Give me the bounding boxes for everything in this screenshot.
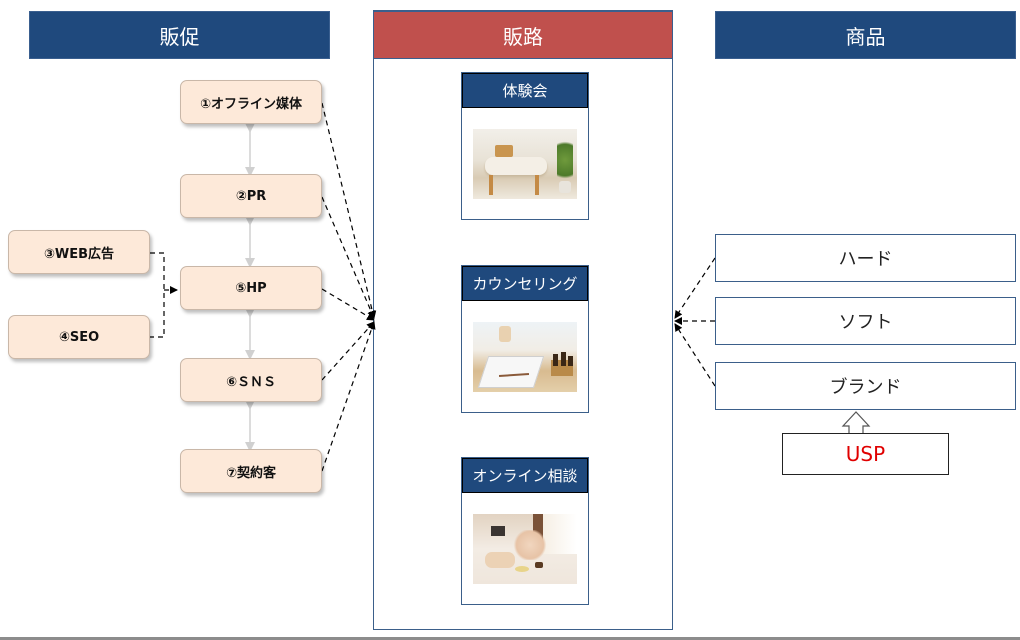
promo-node-contract[interactable]: ⑦契約客 <box>180 449 322 493</box>
usp-label: USP <box>845 442 886 466</box>
promo-node-hp[interactable]: ⑤HP <box>180 266 322 310</box>
product-to-channel-connectors <box>674 257 716 387</box>
channel-card-title: カウンセリング <box>462 266 588 301</box>
channel-header: 販路 <box>373 11 673 59</box>
promo-node-label: ⑥ＳＮＳ <box>225 374 276 390</box>
product-header-label: 商品 <box>845 24 886 49</box>
promo-node-label: ⑤HP <box>235 280 267 296</box>
promo-node-offline[interactable]: ①オフライン媒体 <box>180 80 322 124</box>
towels-flowers-photo <box>473 514 577 584</box>
channel-card-online[interactable]: オンライン相談 <box>461 457 589 605</box>
product-header: 商品 <box>715 11 1016 59</box>
promo-node-label: ①オフライン媒体 <box>199 96 302 112</box>
promo-node-label: ③WEB広告 <box>43 246 115 262</box>
usp-up-arrow-icon <box>841 411 871 433</box>
promo-node-seo[interactable]: ④SEO <box>8 315 150 359</box>
promo-to-channel-connectors <box>321 102 377 472</box>
bottom-divider <box>0 637 1020 640</box>
clipboard-aroma-oil-photo <box>473 322 577 392</box>
channel-card-label: 体験会 <box>502 82 548 100</box>
promotion-header-label: 販促 <box>159 24 200 49</box>
web-seo-to-hp-connector <box>150 252 178 338</box>
promo-node-label: ④SEO <box>58 329 100 345</box>
promo-node-label: ②PR <box>235 188 267 204</box>
promo-node-pr[interactable]: ②PR <box>180 174 322 218</box>
product-node-brand[interactable]: ブランド <box>715 362 1016 410</box>
channel-header-label: 販路 <box>503 24 543 49</box>
channel-card-trial[interactable]: 体験会 <box>461 72 589 220</box>
massage-bed-photo <box>473 129 577 199</box>
product-node-hard[interactable]: ハード <box>715 234 1016 282</box>
product-node-soft[interactable]: ソフト <box>715 297 1016 345</box>
product-node-label: ソフト <box>838 312 893 333</box>
channel-card-label: オンライン相談 <box>472 467 578 485</box>
promo-node-sns[interactable]: ⑥ＳＮＳ <box>180 358 322 402</box>
channel-card-title: 体験会 <box>462 73 588 108</box>
channel-card-title: オンライン相談 <box>462 458 588 493</box>
channel-card-label: カウンセリング <box>472 275 578 293</box>
product-node-label: ハード <box>838 249 893 270</box>
promo-node-label: ⑦契約客 <box>225 465 276 481</box>
promotion-header: 販促 <box>29 11 330 59</box>
product-node-label: ブランド <box>829 377 902 398</box>
channel-card-counseling[interactable]: カウンセリング <box>461 265 589 413</box>
promo-node-web-ad[interactable]: ③WEB広告 <box>8 230 150 274</box>
usp-node[interactable]: USP <box>782 433 949 475</box>
